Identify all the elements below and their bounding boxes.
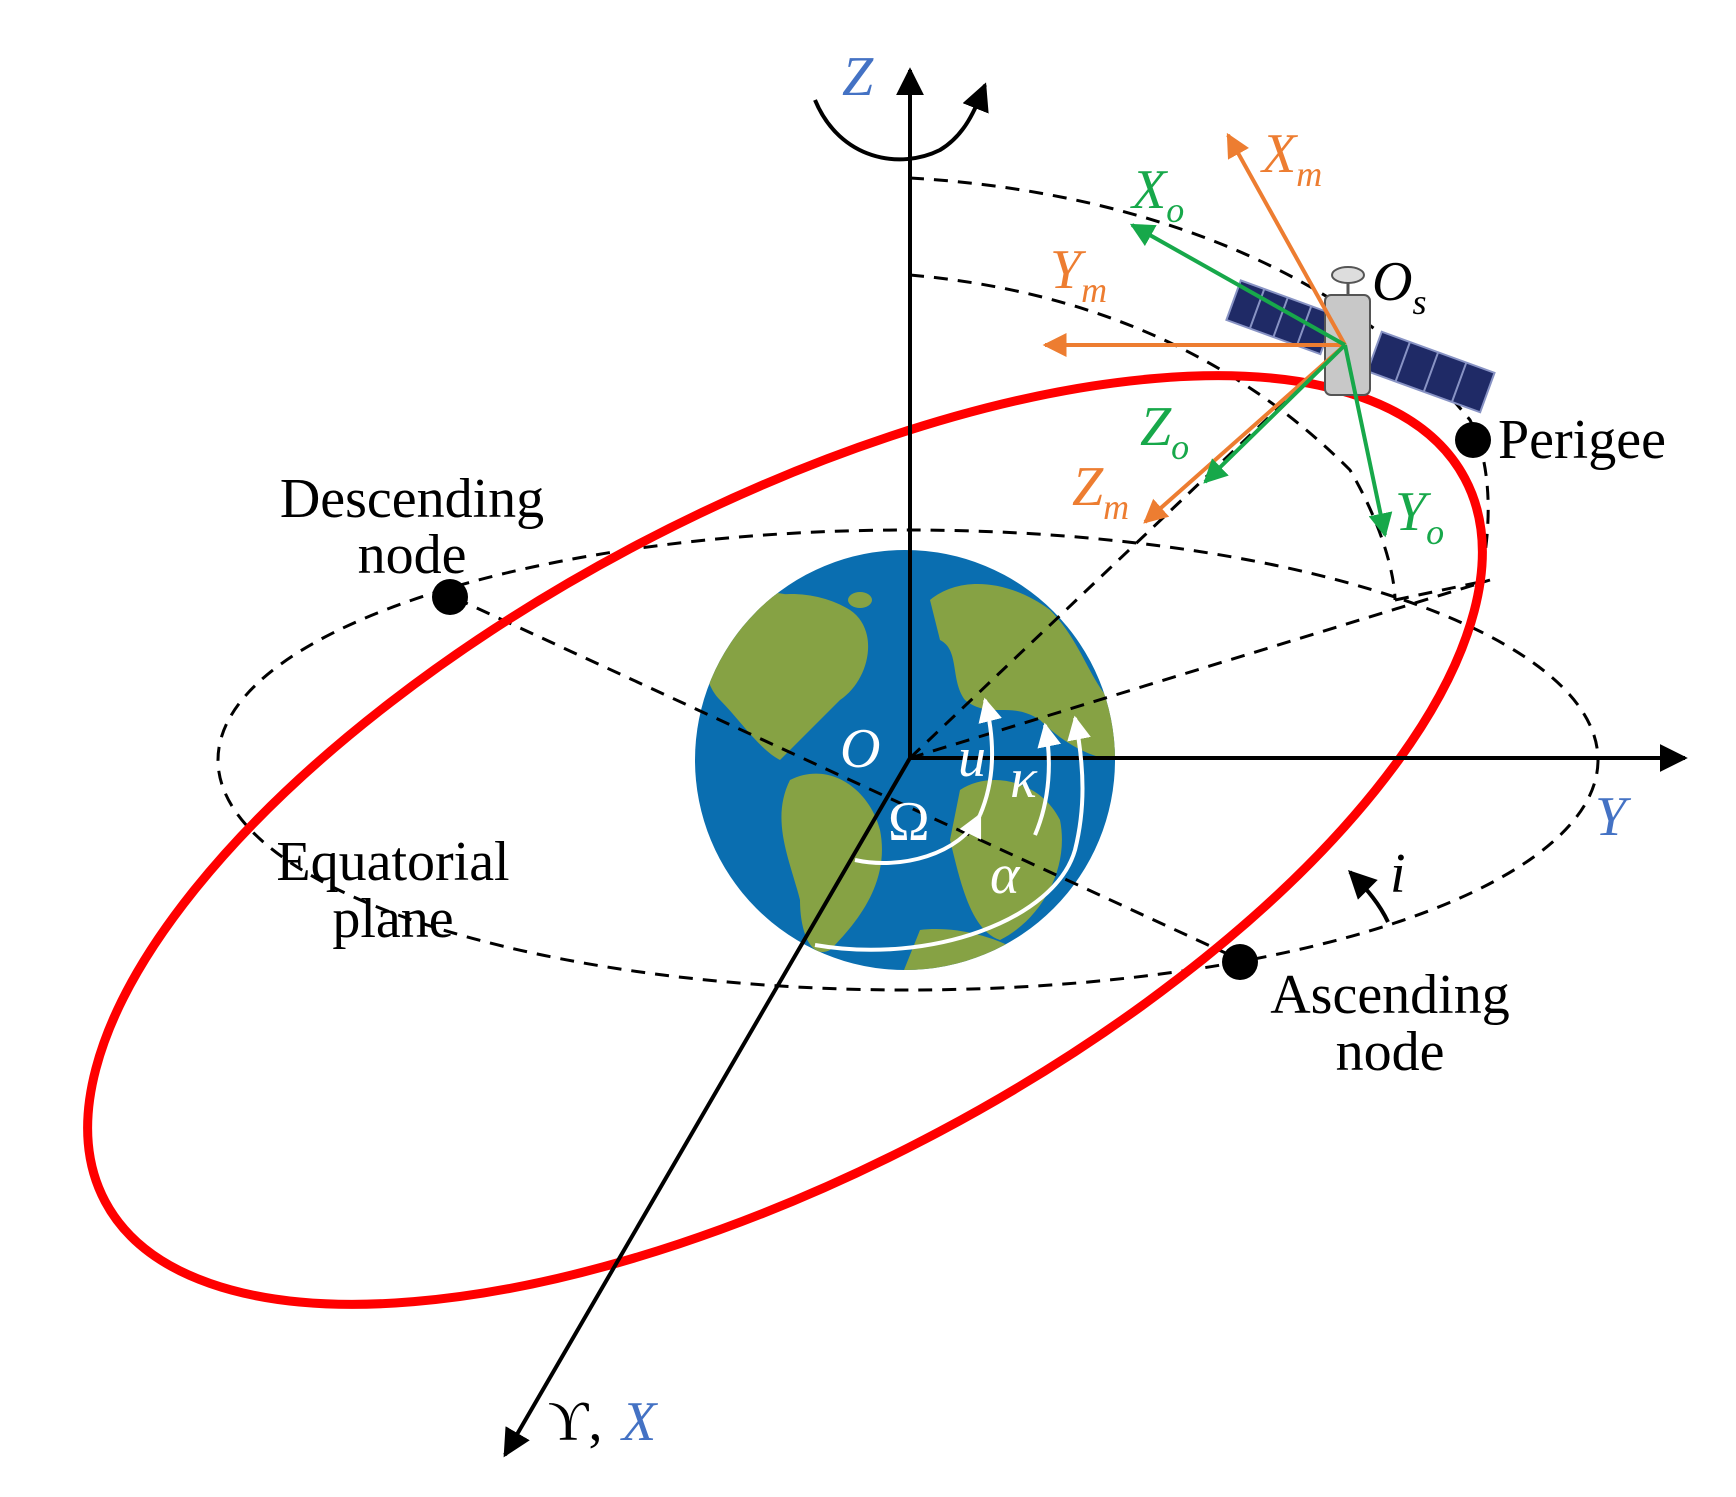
raan-arc (854, 812, 982, 865)
ym-label: Ym (1050, 239, 1107, 310)
equatorial-plane-label-line1: Equatorial (276, 831, 509, 893)
satellite-origin-label: Os (1372, 251, 1426, 322)
zm-label: Zm (1072, 456, 1129, 527)
x-axis (503, 756, 912, 1458)
raan-label: Ω (888, 791, 930, 853)
yo-label: Yo (1395, 481, 1444, 552)
descending-node-label-line2: node (358, 524, 467, 586)
inclination-label: i (1390, 843, 1406, 905)
x-axis-label: X (620, 1391, 659, 1453)
inclination-arrow (1348, 870, 1390, 923)
zm-axis (1143, 343, 1347, 524)
y-axis-label: Y (1595, 786, 1632, 848)
earth-rotation-arrow (813, 82, 989, 162)
z-to-perigee-line (1394, 580, 1481, 602)
perigee-point (1455, 422, 1491, 458)
ascending-node-point (1222, 944, 1258, 980)
xo-label: Xo (1130, 159, 1184, 230)
zo-axis (1203, 343, 1347, 484)
orbit-ellipse (83, 371, 1487, 1309)
xm-label: Xm (1260, 123, 1322, 194)
x-axis-prefix: ϒ, (548, 1391, 602, 1453)
z-axis-label: Z (842, 46, 874, 108)
perigee-label: Perigee (1498, 409, 1666, 471)
earth-icon (695, 550, 1115, 970)
kappa-arc (1033, 722, 1061, 836)
alpha-label: α (990, 844, 1021, 906)
alpha-arc (814, 715, 1091, 952)
u-arc (978, 697, 1002, 816)
xm-axis (1226, 132, 1347, 346)
descending-node-point (432, 579, 468, 615)
line-of-nodes (454, 596, 1246, 964)
satellite-icon (1225, 266, 1496, 414)
kappa-label: κ (1010, 748, 1038, 810)
xo-axis (1129, 223, 1346, 347)
perigee-direction-line (909, 578, 1491, 760)
yo-axis (1343, 344, 1393, 538)
descending-node-label-line1: Descending (280, 468, 544, 530)
satellite-radius-line (908, 343, 1347, 760)
origin-label: O (840, 718, 880, 780)
equatorial-plane-label-line2: plane (332, 888, 453, 950)
ascending-node-label-line2: node (1336, 1021, 1445, 1083)
zo-label: Zo (1140, 396, 1189, 467)
ascending-node-label-line1: Ascending (1270, 964, 1510, 1026)
u-label: u (958, 727, 986, 789)
